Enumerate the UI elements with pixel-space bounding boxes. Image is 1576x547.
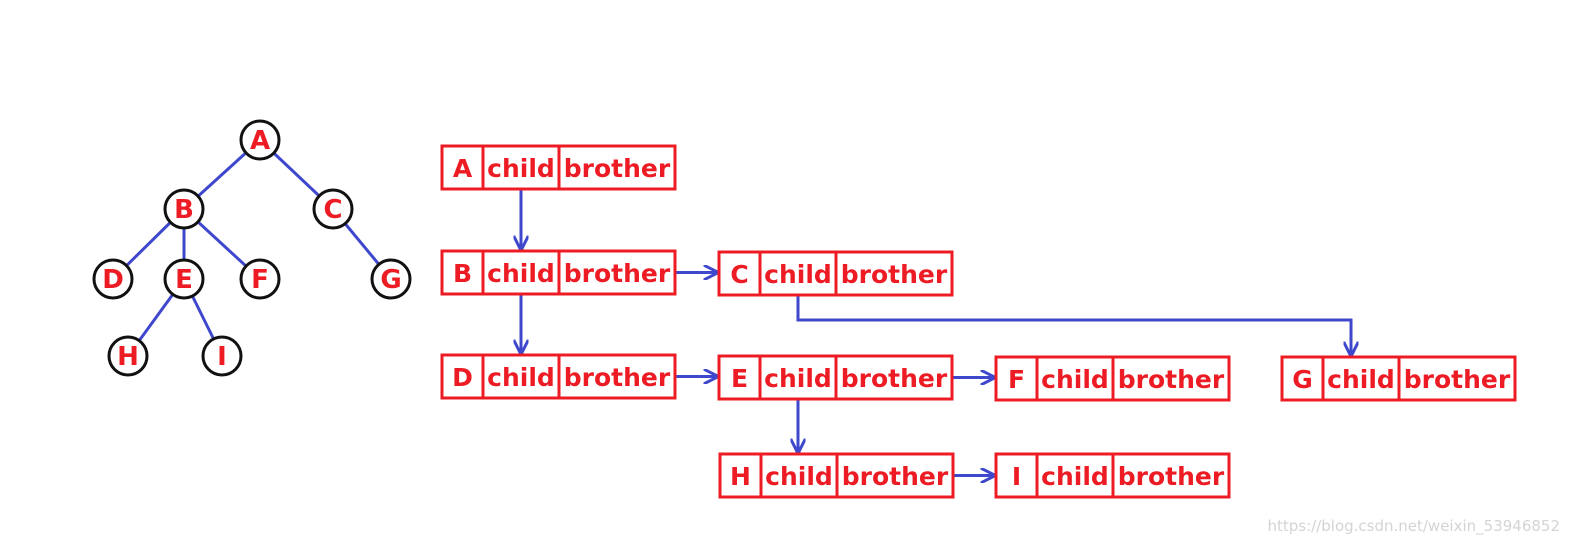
record-child-field: child [765, 462, 833, 491]
record-id: G [1292, 365, 1313, 394]
record-id: I [1012, 462, 1021, 491]
tree-node-label: H [117, 342, 139, 372]
tree-node-d: D [92, 258, 134, 300]
record-child-field: child [764, 260, 832, 289]
record-child-field: child [1041, 365, 1109, 394]
record-child-field: child [1041, 462, 1109, 491]
record-brother-field: brother [842, 462, 949, 491]
record-brother-field: brother [841, 260, 948, 289]
tree-node-label: A [250, 126, 270, 156]
tree-node-label: I [217, 342, 227, 372]
tree-nodes: A B C D E F G H I [92, 119, 412, 377]
tree-node-a: A [239, 119, 281, 161]
tree-node-label: C [323, 195, 342, 225]
watermark: https://blog.csdn.net/weixin_53946852 [1267, 517, 1560, 535]
record-id: H [730, 462, 751, 491]
record-brother-field: brother [564, 363, 671, 392]
tree-node-label: G [380, 265, 401, 295]
tree-node-label: D [102, 265, 124, 295]
record-id: A [453, 154, 473, 183]
tree-node-i: I [201, 335, 243, 377]
tree-node-h: H [107, 335, 149, 377]
record-id: D [452, 363, 473, 392]
record-child-field: child [487, 363, 555, 392]
record-id: F [1008, 365, 1025, 394]
tree-node-c: C [312, 188, 354, 230]
record-id: B [453, 259, 472, 288]
record-brother-field: brother [1118, 462, 1225, 491]
tree-node-label: B [174, 195, 194, 225]
record-links [521, 177, 1351, 476]
link-c-child-to-g [796, 283, 1351, 356]
tree-node-g: G [370, 258, 412, 300]
record-child-field: child [1327, 365, 1395, 394]
record-child-field: child [487, 154, 555, 183]
record-brother-field: brother [564, 259, 671, 288]
record-child-field: child [764, 364, 832, 393]
record-brother-field: brother [1404, 365, 1511, 394]
record-child-field: child [487, 259, 555, 288]
tree-node-label: E [175, 265, 193, 295]
record-id: E [731, 364, 748, 393]
tree-edges [111, 138, 393, 357]
record-brother-field: brother [1118, 365, 1225, 394]
record-id: C [730, 260, 748, 289]
tree-node-f: F [239, 258, 281, 300]
tree-node-e: E [163, 258, 205, 300]
record-brother-field: brother [564, 154, 671, 183]
tree-node-label: F [251, 265, 269, 295]
record-brother-field: brother [841, 364, 948, 393]
tree-node-b: B [163, 188, 205, 230]
